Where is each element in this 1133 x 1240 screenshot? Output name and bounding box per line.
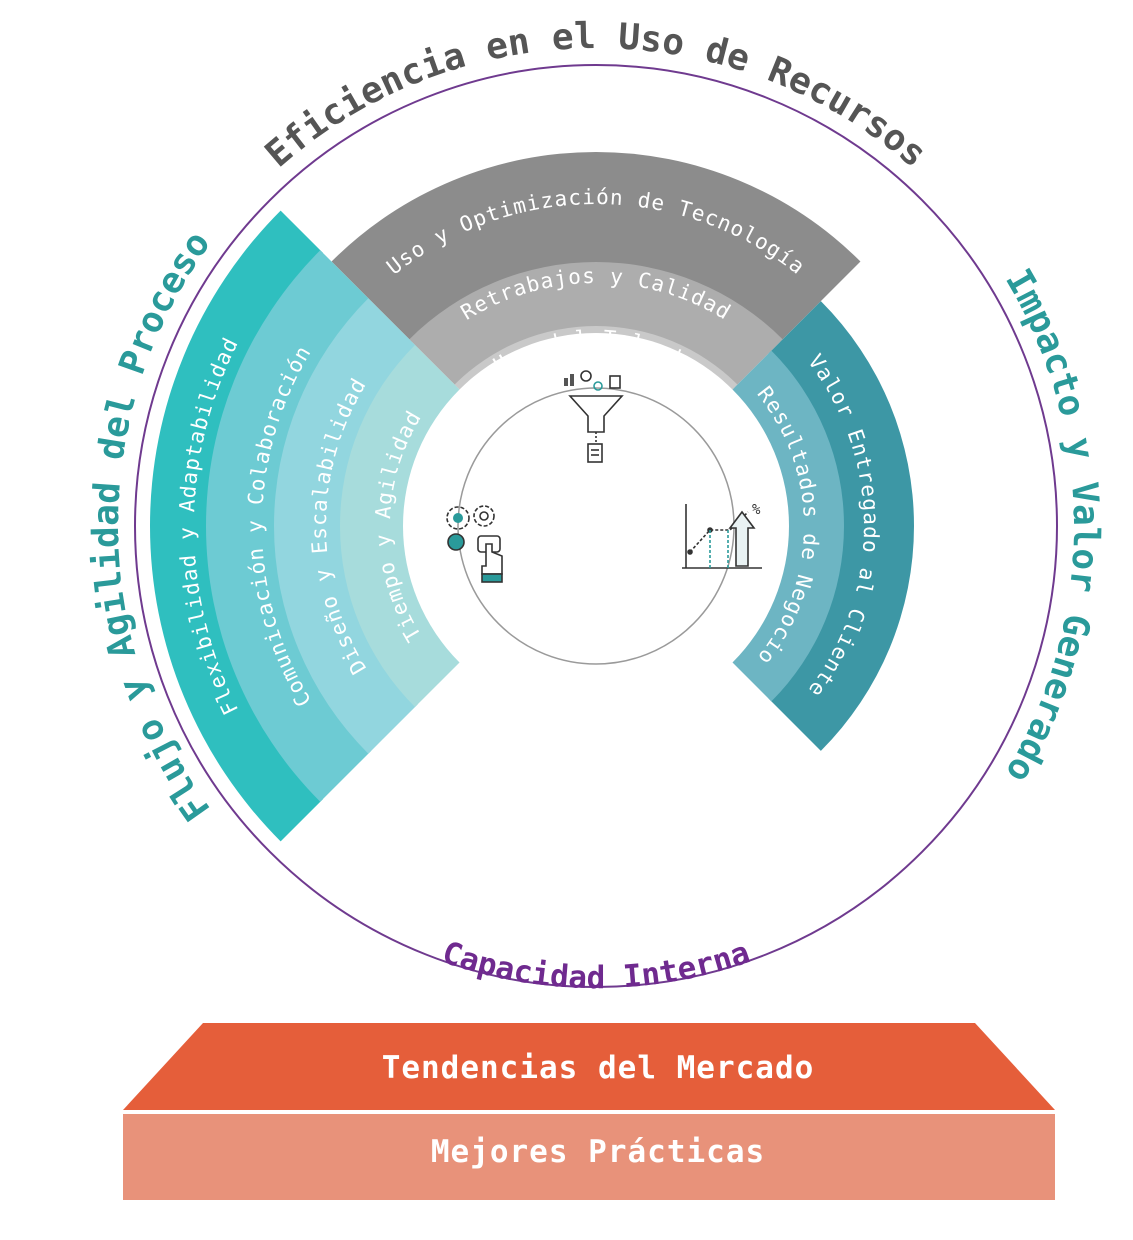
growth-chart-icon: % (682, 502, 762, 569)
left-band-0 (150, 210, 324, 842)
outer-ring (134, 64, 1058, 988)
base-trapezoid (123, 1023, 1055, 1110)
base-rectangle (123, 1114, 1055, 1200)
label-impacto: Impacto y Valor Generado (997, 262, 1106, 789)
inner-disc (403, 333, 789, 719)
top-band-1 (409, 262, 783, 388)
label-mejores-practicas: Mejores Prácticas (431, 1134, 765, 1170)
left-band-2 (274, 298, 418, 754)
svg-text:%: % (752, 502, 761, 518)
label-eficiencia: Eficiencia en el Uso de Recursos (258, 16, 934, 175)
left-band-1 (206, 250, 372, 802)
funnel-icon (564, 370, 624, 463)
gears-touch-icon (446, 505, 503, 583)
top-band-0 (331, 152, 861, 343)
left-band-3 (340, 344, 462, 708)
left-sector (150, 210, 462, 842)
label-capacidad: Capacidad Interna (438, 935, 754, 996)
label-tendencias: Tendencias del Mercado (382, 1050, 815, 1086)
